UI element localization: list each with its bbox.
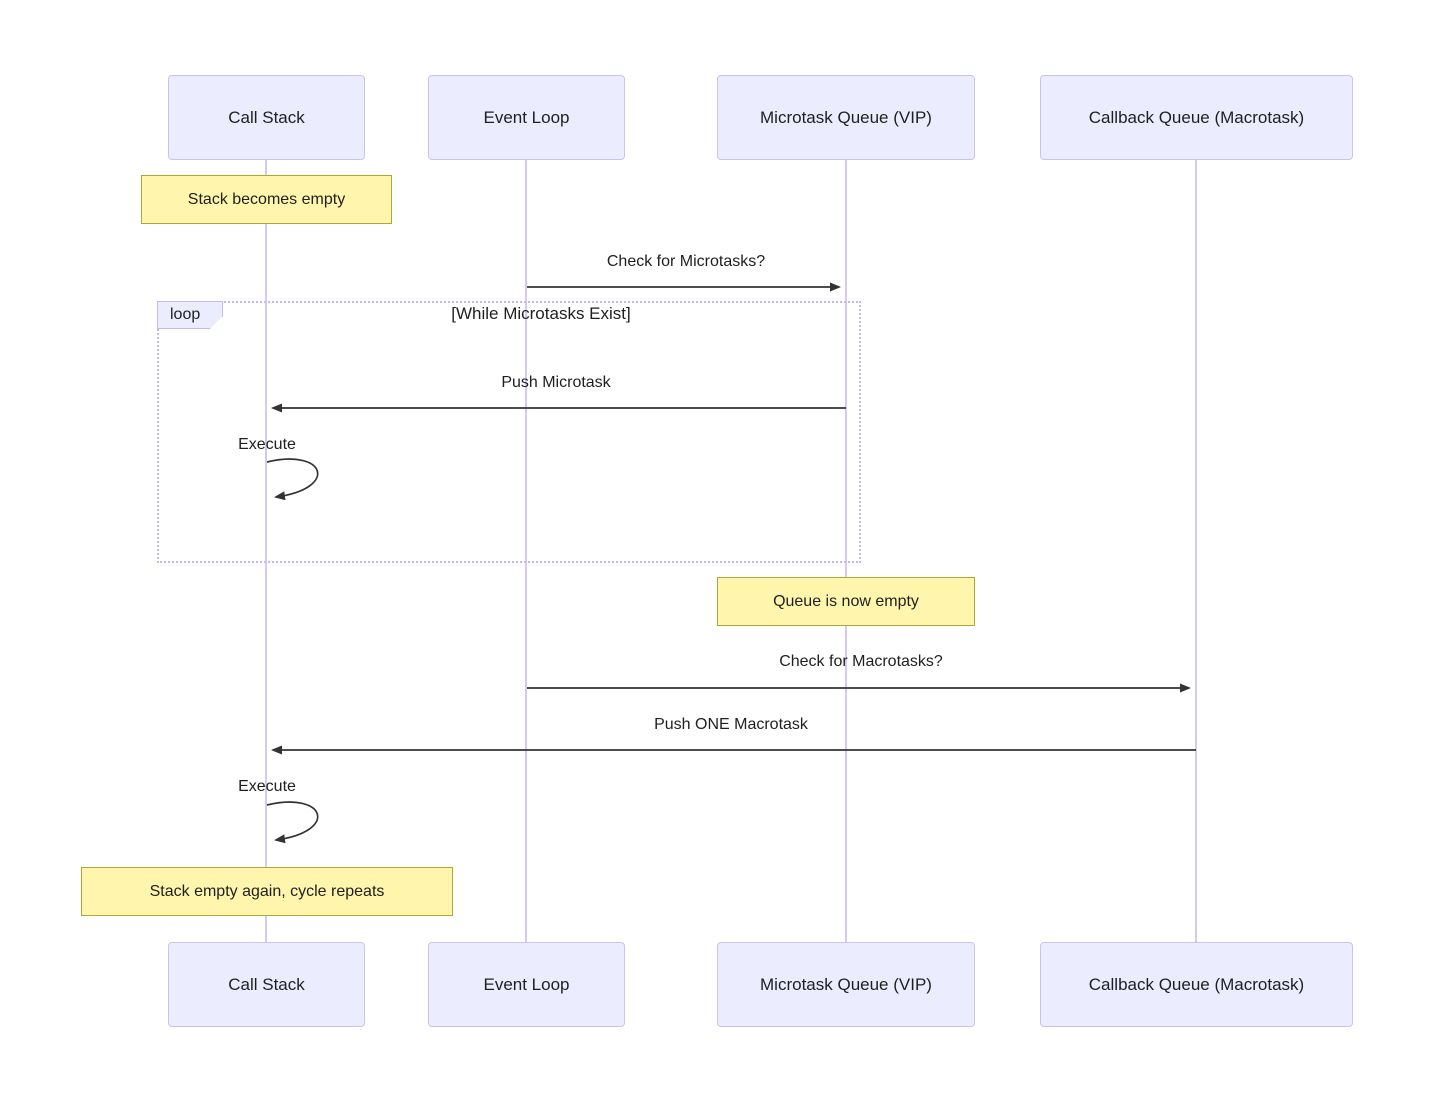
message-label-execute-2: Execute xyxy=(238,778,296,795)
loop-label-tab: loop xyxy=(157,301,223,329)
participant-label: Microtask Queue (VIP) xyxy=(760,107,932,127)
message-label-check-for-microtasks: Check for Microtasks? xyxy=(606,253,766,270)
participant-box-callback-queue-bottom: Callback Queue (Macrotask) xyxy=(1040,942,1353,1027)
note-text: Stack empty again, cycle repeats xyxy=(149,882,385,900)
lifeline-event-loop xyxy=(525,159,527,943)
participant-box-microtask-queue-top: Microtask Queue (VIP) xyxy=(717,75,975,160)
participant-box-event-loop-bottom: Event Loop xyxy=(428,942,625,1027)
participant-box-call-stack-bottom: Call Stack xyxy=(168,942,365,1027)
message-label-push-one-macrotask: Push ONE Macrotask xyxy=(654,716,808,733)
arrow-execute-self-loop-2 xyxy=(266,801,319,844)
note-queue-is-now-empty: Queue is now empty xyxy=(717,577,975,626)
participant-box-event-loop-top: Event Loop xyxy=(428,75,625,160)
message-label-push-microtask: Push Microtask xyxy=(501,374,611,391)
participant-label: Call Stack xyxy=(228,974,305,994)
lifeline-callback-queue xyxy=(1195,159,1197,943)
participant-box-microtask-queue-bottom: Microtask Queue (VIP) xyxy=(717,942,975,1027)
participant-box-call-stack-top: Call Stack xyxy=(168,75,365,160)
participant-label: Callback Queue (Macrotask) xyxy=(1088,107,1305,127)
message-label-execute-1: Execute xyxy=(238,436,296,453)
note-stack-becomes-empty: Stack becomes empty xyxy=(141,175,392,224)
note-text: Stack becomes empty xyxy=(187,190,346,208)
loop-label: loop xyxy=(170,306,201,323)
note-text: Queue is now empty xyxy=(773,592,919,610)
participant-label: Event Loop xyxy=(483,974,570,994)
loop-frame xyxy=(157,301,861,563)
participant-box-callback-queue-top: Callback Queue (Macrotask) xyxy=(1040,75,1353,160)
note-stack-empty-again: Stack empty again, cycle repeats xyxy=(81,867,453,916)
lifeline-microtask-queue xyxy=(845,159,847,943)
participant-label: Callback Queue (Macrotask) xyxy=(1088,974,1305,994)
participant-label: Microtask Queue (VIP) xyxy=(760,974,932,994)
loop-condition: [While Microtasks Exist] xyxy=(451,304,631,323)
participant-label: Call Stack xyxy=(228,107,305,127)
participant-label: Event Loop xyxy=(483,107,570,127)
lifeline-call-stack xyxy=(265,159,267,943)
message-label-check-for-macrotasks: Check for Macrotasks? xyxy=(779,653,943,670)
